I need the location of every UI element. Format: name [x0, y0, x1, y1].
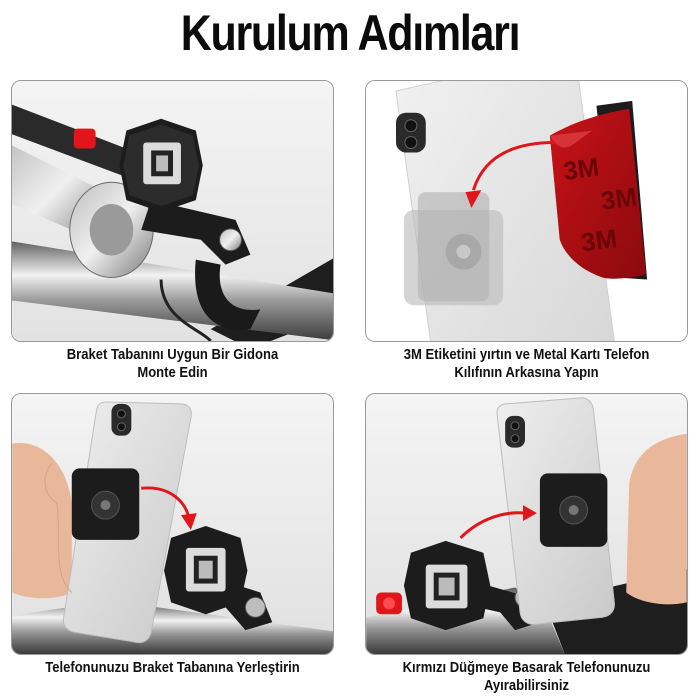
phone-mount-icon	[119, 118, 203, 212]
caption-line: Monte Edin	[137, 365, 208, 381]
step-4-image	[365, 393, 688, 655]
sticker-label: 3M	[599, 183, 638, 216]
caption-line: 3M Etiketini yırtın ve Metal Kartı Telef…	[403, 347, 650, 363]
red-light-icon	[73, 128, 96, 149]
page-title: Kurulum Adımları	[180, 5, 521, 61]
sticker-illustration: 3M 3M 3M	[366, 81, 687, 341]
handlebar-mount-illustration	[12, 81, 333, 341]
caption-line: Braket Tabanını Uygun Bir Gidona	[66, 347, 279, 363]
caption-line: Ayırabilirsiniz	[483, 678, 570, 694]
release-phone-illustration	[366, 394, 687, 654]
caption-line: Kılıfının Arkasına Yapın	[454, 365, 599, 381]
phone-back-icon	[62, 401, 192, 644]
curved-arrow-icon	[141, 486, 191, 519]
phone-mount-icon	[403, 540, 491, 631]
curved-arrow-icon	[471, 141, 555, 191]
curved-arrow-icon	[459, 511, 526, 539]
adhesive-sticker-icon: 3M 3M 3M	[549, 100, 648, 280]
phone-mount-icon	[164, 525, 248, 615]
attach-phone-illustration	[12, 394, 333, 654]
step-3-image	[11, 393, 334, 655]
phone-back-icon	[496, 397, 615, 625]
step-3-caption: Telefonunuzu Braket Tabanına Yerleştirin	[27, 659, 318, 677]
step-4-caption: Kırmızı Düğmeye Basarak Telefonunuzu Ayı…	[381, 659, 672, 695]
step-2-caption: 3M Etiketini yırtın ve Metal Kartı Telef…	[381, 346, 672, 382]
hand-icon	[12, 442, 72, 599]
caption-line: Telefonunuzu Braket Tabanına Yerleştirin	[45, 660, 300, 676]
caption-line: Kırmızı Düğmeye Basarak Telefonunuzu	[402, 660, 651, 676]
hand-icon	[626, 433, 687, 605]
sticker-label: 3M	[580, 225, 619, 258]
sticker-label: 3M	[562, 153, 601, 186]
step-2-image: 3M 3M 3M	[365, 80, 688, 342]
step-1-image	[11, 80, 334, 342]
step-1-caption: Braket Tabanını Uygun Bir Gidona Monte E…	[27, 346, 318, 382]
